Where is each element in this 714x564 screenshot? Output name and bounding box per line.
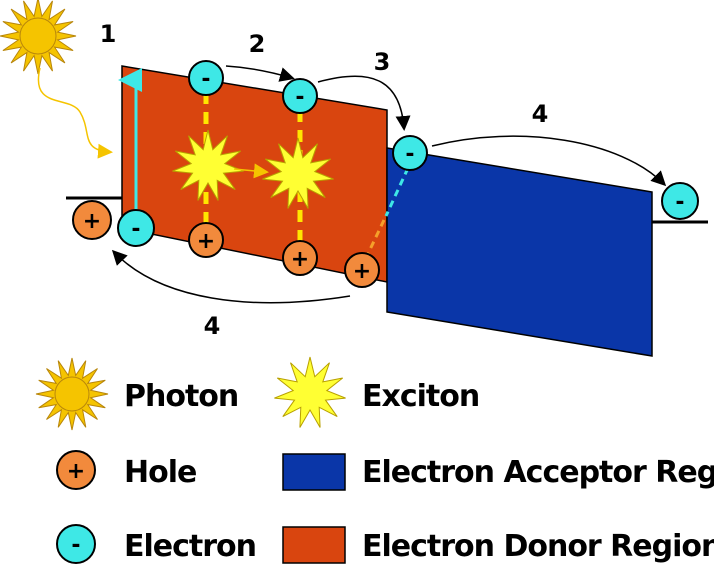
step-3-label: 3 [374, 48, 391, 76]
step-4-bottom-arrow [111, 249, 351, 304]
svg-text:+: + [67, 459, 85, 484]
svg-text:-: - [675, 190, 684, 215]
legend-photon-label: Photon [124, 379, 238, 414]
legend-hole-icon: + [56, 450, 96, 490]
electron-acceptor-region [386, 147, 653, 357]
svg-text:-: - [71, 533, 80, 558]
legend: Photon Exciton + Hole Electron Acceptor … [35, 356, 714, 564]
hole-1: + [72, 200, 112, 240]
electron-transfer-dash [384, 167, 410, 217]
photon-path [37, 67, 113, 159]
electron-2: - [188, 60, 224, 96]
legend-electron-label: Electron [124, 529, 256, 564]
legend-exciton-icon [274, 356, 346, 428]
svg-text:+: + [291, 247, 309, 272]
svg-text:-: - [201, 67, 210, 92]
electron-donor-region [121, 65, 388, 283]
svg-text:-: - [131, 217, 140, 242]
legend-hole-label: Hole [124, 455, 196, 490]
hole-2: + [188, 222, 224, 258]
step-4-top-arrow [431, 135, 667, 187]
step-2-label: 2 [249, 30, 266, 58]
electron-3: - [282, 78, 318, 114]
hole-3: + [282, 240, 318, 276]
hole-4: + [344, 252, 380, 288]
svg-text:-: - [295, 85, 304, 110]
step-4-bottom-label: 4 [204, 312, 221, 340]
step-3-arrow [317, 75, 411, 131]
exciton-icon-1 [172, 129, 244, 201]
electron-1: - [117, 209, 155, 247]
legend-electron-icon: - [56, 524, 96, 564]
photon-sun-icon [0, 0, 77, 75]
electron-5: - [661, 182, 699, 220]
legend-acceptor-label: Electron Acceptor Region [362, 455, 714, 490]
exciton-diffusion-arrow [233, 163, 269, 179]
step-1-label: 1 [100, 20, 117, 48]
svg-text:+: + [197, 229, 215, 254]
electron-4: - [392, 135, 428, 171]
svg-text:+: + [83, 209, 101, 234]
legend-photon-icon [35, 357, 109, 431]
svg-text:-: - [405, 142, 414, 167]
step-4-top-label: 4 [532, 100, 549, 128]
legend-acceptor-swatch [282, 453, 346, 491]
legend-donor-label: Electron Donor Region [362, 529, 714, 564]
legend-donor-swatch [282, 526, 346, 564]
step-2-arrow [225, 65, 295, 82]
svg-text:+: + [353, 259, 371, 284]
exciton-icon-2 [262, 137, 334, 209]
legend-exciton-label: Exciton [362, 379, 479, 414]
